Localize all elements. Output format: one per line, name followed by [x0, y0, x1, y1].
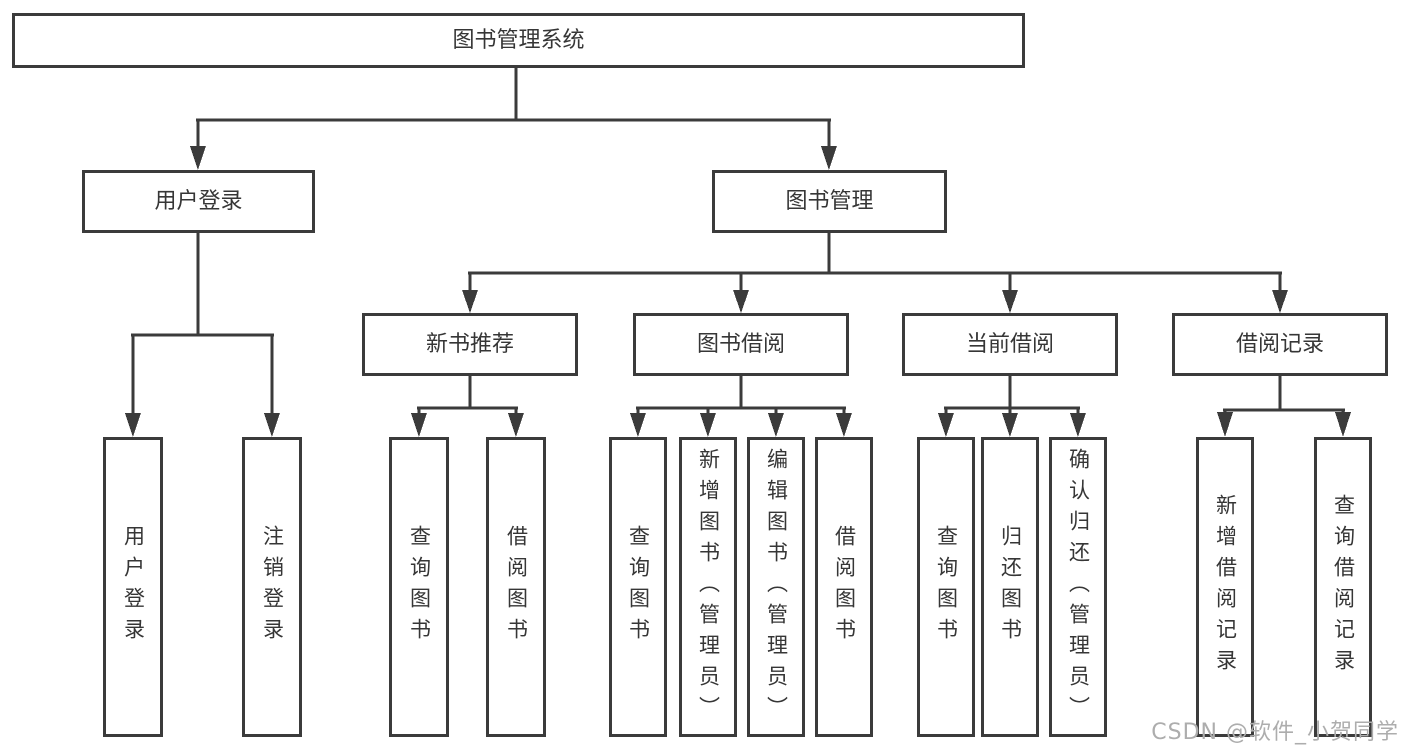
node-label: 确认归还（管理员） [1066, 447, 1091, 727]
node-leaf-query-books-current: 查询图书 [917, 437, 975, 737]
node-new-book-recommend: 新书推荐 [362, 313, 578, 376]
node-leaf-query-borrow-record: 查询借阅记录 [1314, 437, 1372, 737]
node-leaf-borrow-books-recommend: 借阅图书 [486, 437, 546, 737]
node-label: 图书管理 [785, 188, 874, 214]
connector-root [190, 68, 837, 170]
node-label: 编辑图书（管理员） [764, 447, 789, 727]
node-label: 借阅记录 [1235, 331, 1324, 357]
node-leaf-user-login: 用户登录 [103, 437, 163, 737]
connector-current-borrow [938, 376, 1086, 437]
node-label: 查询图书 [626, 525, 651, 649]
node-label: 当前借阅 [965, 331, 1054, 357]
node-book-borrow: 图书借阅 [633, 313, 849, 376]
node-label: 新书推荐 [425, 331, 514, 357]
node-leaf-query-books-recommend: 查询图书 [389, 437, 449, 737]
node-label: 归还图书 [998, 525, 1023, 649]
node-borrow-records: 借阅记录 [1172, 313, 1388, 376]
node-leaf-confirm-return-admin: 确认归还（管理员） [1049, 437, 1107, 737]
node-label: 新增借阅记录 [1213, 494, 1238, 680]
node-label: 用户登录 [121, 525, 146, 649]
connector-book-management [462, 233, 1288, 313]
node-label: 借阅图书 [832, 525, 857, 649]
connector-user-login [125, 233, 280, 437]
node-label: 注销登录 [260, 525, 285, 649]
node-label: 图书管理系统 [452, 27, 585, 53]
node-label: 查询图书 [407, 525, 432, 649]
node-leaf-logout: 注销登录 [242, 437, 302, 737]
node-leaf-query-books-borrow: 查询图书 [609, 437, 667, 737]
node-label: 用户登录 [154, 188, 243, 214]
node-root: 图书管理系统 [12, 13, 1025, 68]
node-label: 新增图书（管理员） [696, 447, 721, 727]
node-label: 查询图书 [934, 525, 959, 649]
node-leaf-borrow-books: 借阅图书 [815, 437, 873, 737]
node-label: 借阅图书 [504, 525, 529, 649]
node-user-login: 用户登录 [82, 170, 315, 233]
connector-book-borrow [630, 376, 852, 437]
node-label: 图书借阅 [696, 331, 785, 357]
node-label: 查询借阅记录 [1331, 494, 1356, 680]
node-leaf-edit-books-admin: 编辑图书（管理员） [747, 437, 805, 737]
connector-borrow-records [1217, 376, 1351, 437]
node-leaf-return-books: 归还图书 [981, 437, 1039, 737]
connector-new-book-recommend [411, 376, 524, 437]
watermark: CSDN @软件_小贺同学 [1151, 720, 1399, 745]
node-current-borrow: 当前借阅 [902, 313, 1118, 376]
node-leaf-add-books-admin: 新增图书（管理员） [679, 437, 737, 737]
node-book-management: 图书管理 [712, 170, 947, 233]
node-leaf-add-borrow-record: 新增借阅记录 [1196, 437, 1254, 737]
